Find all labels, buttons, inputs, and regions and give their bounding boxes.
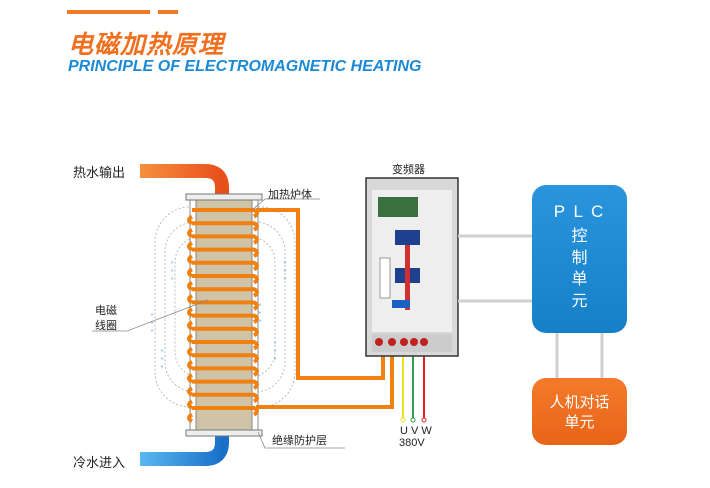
coil-wire-1: [256, 208, 385, 380]
plc-title: P L C: [553, 202, 606, 221]
svg-text:˅: ˅: [283, 269, 287, 278]
plc-char: 制: [571, 247, 588, 267]
svg-text:˄: ˄: [150, 321, 154, 330]
svg-text:˄: ˄: [273, 349, 277, 358]
coil-loop: [187, 208, 259, 225]
svg-text:˄: ˄: [258, 303, 262, 312]
coil-loop: [187, 247, 259, 265]
plc-char: 单: [571, 269, 588, 288]
inverter-cabinet: [365, 177, 459, 357]
coil: [187, 208, 259, 423]
coil-loop: [187, 392, 259, 410]
svg-text:˅: ˅: [283, 277, 287, 286]
coil-loop: [187, 379, 259, 397]
coil-loop: [187, 234, 259, 252]
coil-loop: [187, 406, 259, 423]
hmi-line1: 人机对话: [549, 393, 610, 411]
decor-bar: [67, 10, 150, 14]
svg-text:˄: ˄: [160, 357, 164, 366]
svg-text:˅: ˅: [170, 269, 174, 278]
plc-control-unit: P L C 控 制 单 元: [532, 185, 627, 333]
top-flange: [185, 193, 263, 201]
coil-wire-2: [256, 354, 394, 409]
label-coil-1: 电磁: [95, 304, 117, 317]
svg-text:˅: ˅: [283, 261, 287, 270]
coil-loop: [187, 260, 259, 278]
svg-text:˄: ˄: [160, 349, 164, 358]
title-chinese: 电磁加热原理: [68, 30, 225, 59]
coil-loop: [187, 300, 259, 318]
label-furnace: 加热炉体: [268, 188, 312, 201]
label-insulation: 绝缘防护层: [272, 434, 327, 447]
decor-bar-short: [158, 10, 178, 14]
svg-text:˅: ˅: [170, 277, 174, 286]
hmi-line2: 单元: [564, 413, 595, 431]
coil-loop: [187, 221, 259, 239]
plc-char: 元: [571, 290, 588, 310]
field-arrows: ˅˅˅ ˅˅˅ ˄˄˄ ˄˄˄ ˄˄˄ ˄˄˄: [150, 261, 287, 374]
svg-text:˄: ˄: [273, 357, 277, 366]
coil-loop: [187, 274, 259, 291]
svg-text:˄: ˄: [258, 319, 262, 328]
label-cold-water-in: 冷水进入: [73, 456, 126, 471]
coil-loop: [187, 313, 259, 331]
hot-water-pipe: [140, 164, 229, 196]
bottom-flange: [185, 429, 263, 437]
plc-char: 控: [571, 226, 588, 245]
svg-text:˄: ˄: [258, 311, 262, 320]
label-coil-2: 线圈: [95, 319, 117, 332]
label-uvw: U V W: [400, 425, 432, 437]
label-voltage: 380V: [399, 437, 425, 449]
coil-loop: [187, 340, 259, 357]
coil-loop: [187, 326, 259, 344]
svg-text:˄: ˄: [150, 329, 154, 338]
coil-loop: [187, 353, 259, 371]
label-inverter: 变频器: [392, 163, 425, 176]
label-hot-water-out: 热水输出: [73, 166, 126, 181]
svg-text:˄: ˄: [150, 313, 154, 322]
svg-text:˄: ˄: [160, 365, 164, 374]
cold-water-pipe: [140, 434, 229, 466]
coil-loop: [187, 287, 259, 305]
title-english: PRINCIPLE OF ELECTROMAGNETIC HEATING: [68, 58, 422, 75]
svg-text:˄: ˄: [273, 341, 277, 350]
hmi-unit: 人机对话 单元: [532, 378, 627, 445]
svg-text:˅: ˅: [170, 261, 174, 270]
coil-loop: [187, 366, 259, 384]
